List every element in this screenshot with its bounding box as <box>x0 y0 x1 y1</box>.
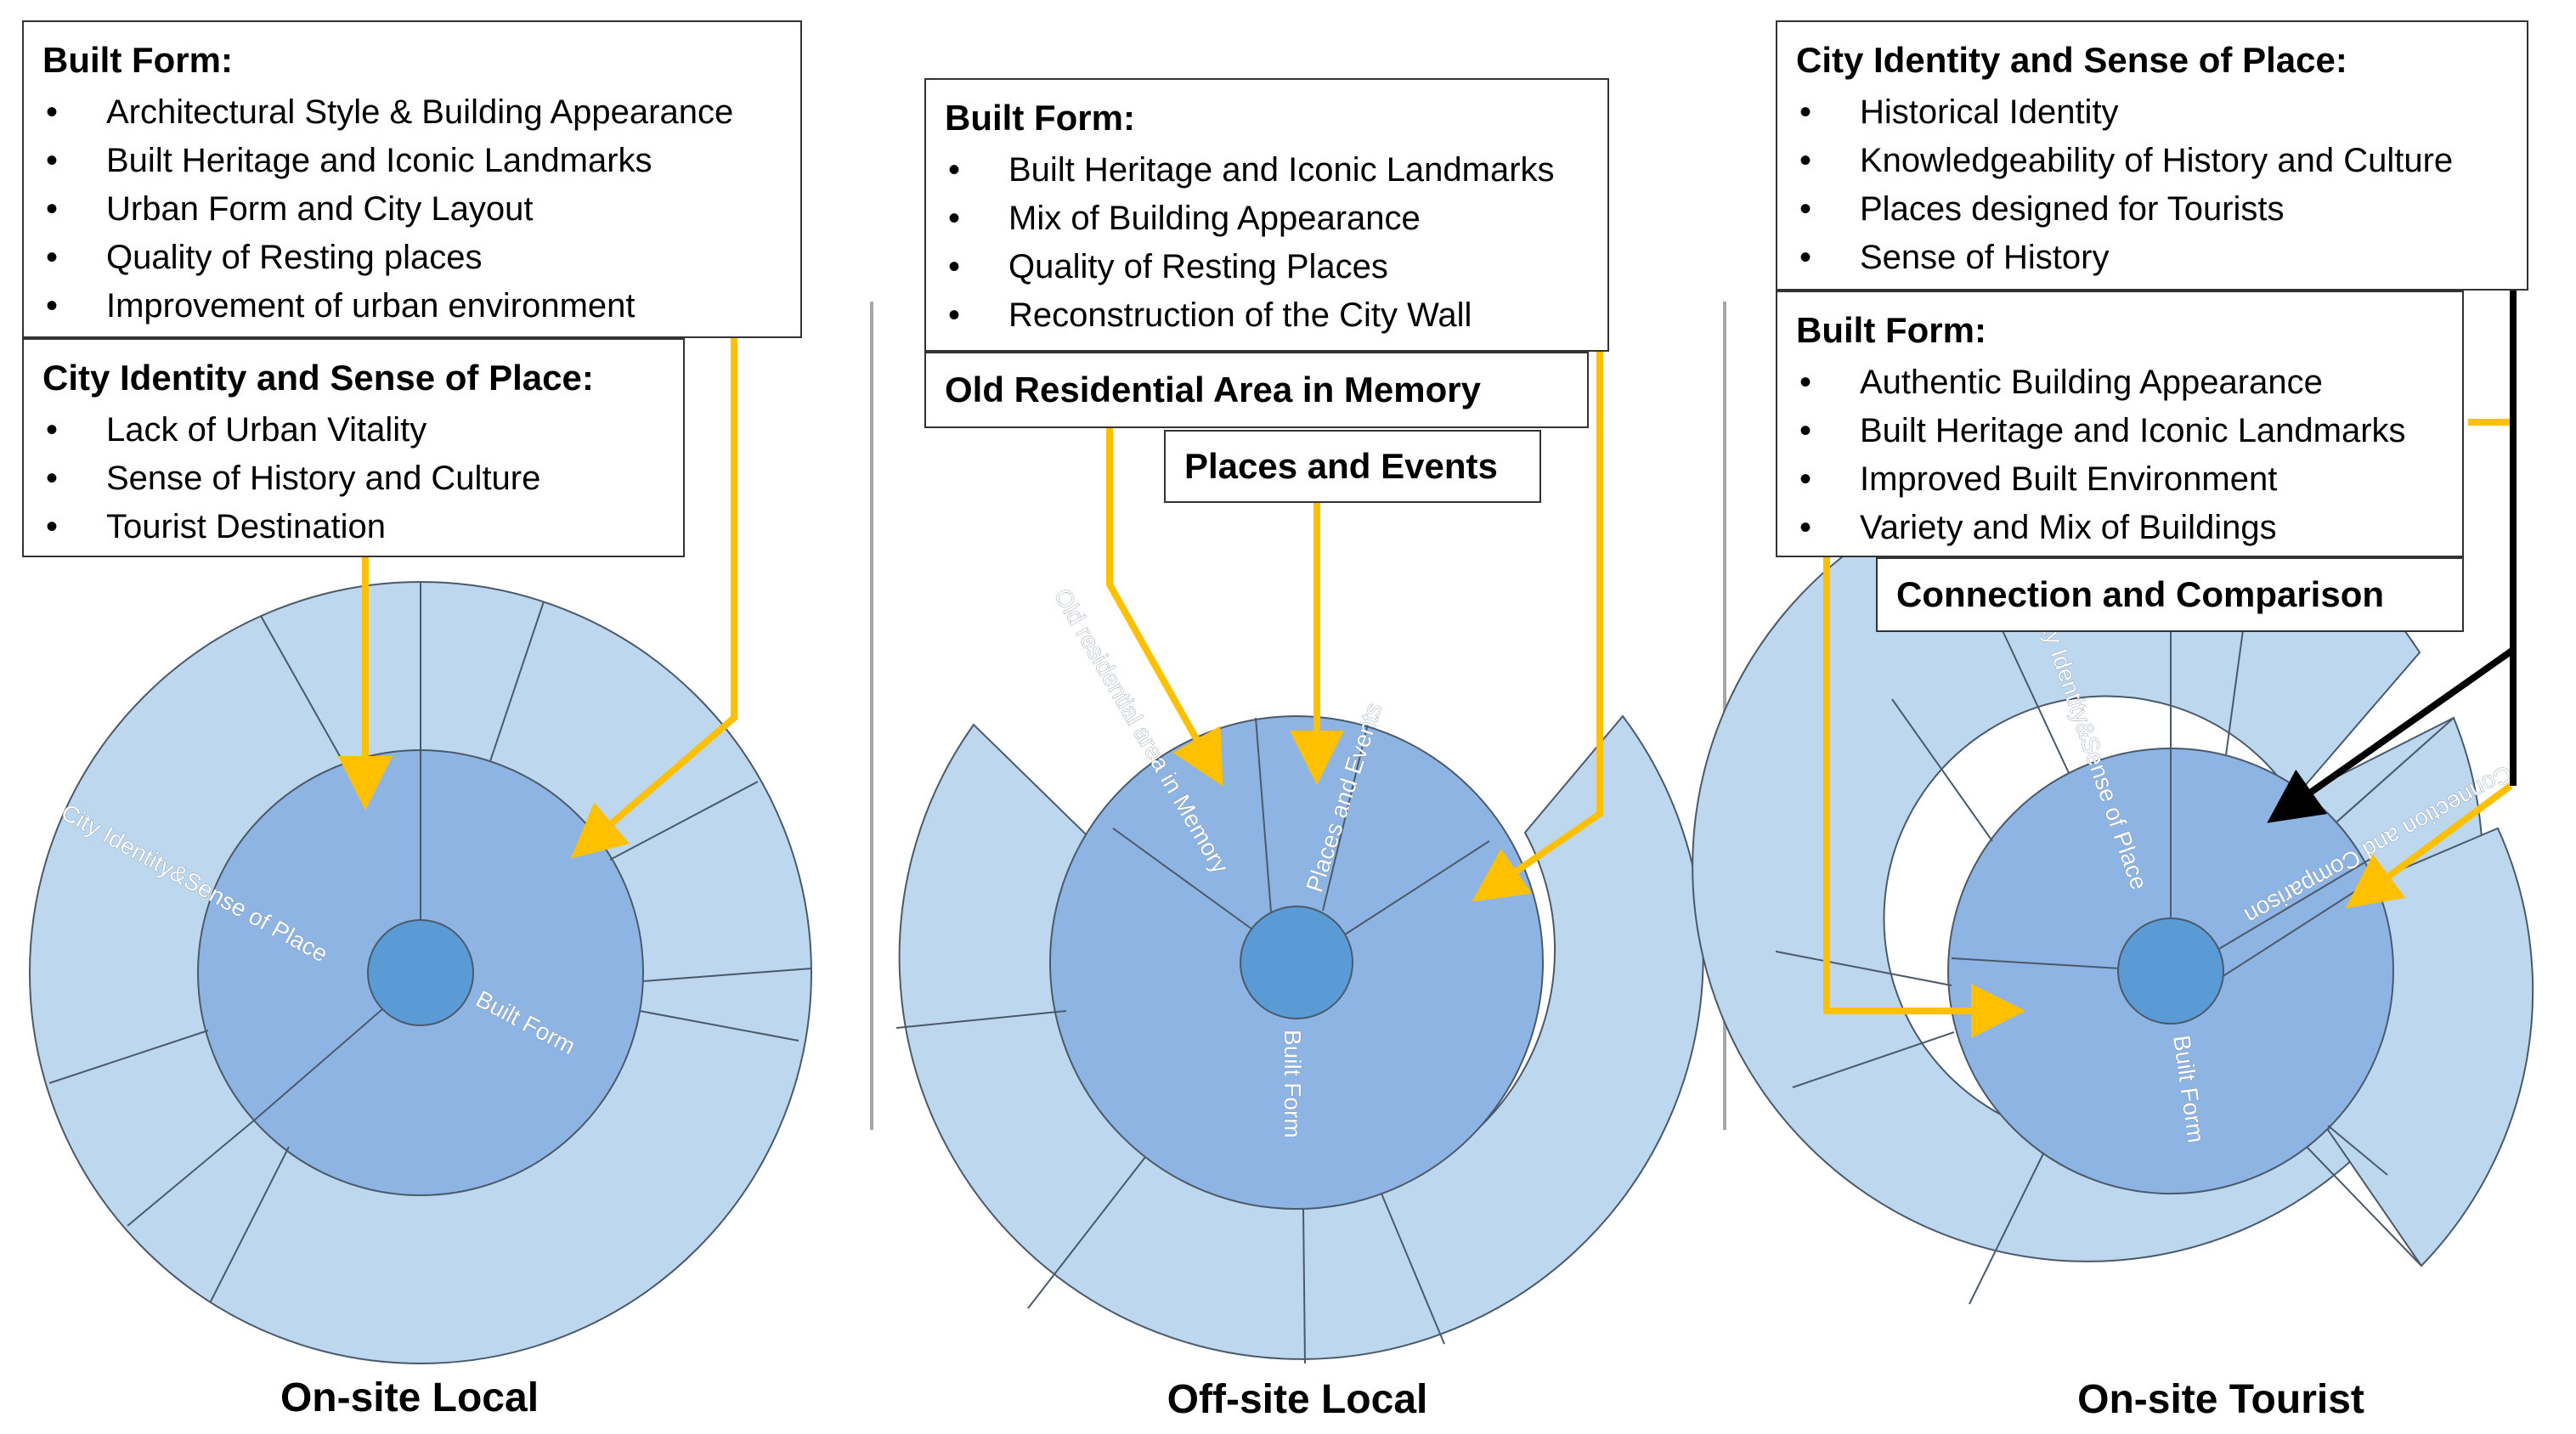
list-item: Knowledgeability of History and Culture <box>1796 137 2508 185</box>
arrows-off-site-local <box>1106 350 1603 902</box>
box-title: Built Form: <box>945 98 1135 138</box>
tag-old-residential-area: Old Residential Area in Memory <box>924 352 1589 428</box>
tag-connection-and-comparison: Connection and Comparison <box>1876 557 2464 632</box>
list-item: Variety and Mix of Buildings <box>1796 504 2443 552</box>
ring-label-built-form: Built Form <box>1280 1030 1306 1138</box>
center-hub <box>367 919 474 1026</box>
list-item: Historical Identity <box>1796 88 2508 137</box>
arrows-on-site-tourist <box>1823 291 2517 1038</box>
box-off-site-local-built-form: Built Form: Built Heritage and Iconic La… <box>924 78 1609 352</box>
center-hub <box>1240 906 1353 1019</box>
sunburst-off-site-local <box>895 714 1704 1364</box>
bullet-list: Lack of Urban Vitality Sense of History … <box>42 406 664 551</box>
list-item: Architectural Style & Building Appearanc… <box>42 88 782 137</box>
bullet-list: Architectural Style & Building Appearanc… <box>42 88 782 330</box>
list-item: Lack of Urban Vitality <box>42 406 664 454</box>
bullet-list: Authentic Building Appearance Built Heri… <box>1796 358 2443 552</box>
list-item: Places designed for Tourists <box>1796 185 2508 234</box>
box-title: City Identity and Sense of Place: <box>42 358 594 398</box>
list-item: Tourist Destination <box>42 503 664 551</box>
box-on-site-local-built-form: Built Form: Architectural Style & Buildi… <box>22 20 802 338</box>
list-item: Improvement of urban environment <box>42 282 782 330</box>
box-title: City Identity and Sense of Place: <box>1796 40 2347 80</box>
list-item: Built Heritage and Iconic Landmarks <box>42 137 782 185</box>
caption-off-site-local: Off-site Local <box>1167 1377 1428 1422</box>
tag-places-and-events: Places and Events <box>1164 430 1541 503</box>
list-item: Reconstruction of the City Wall <box>945 291 1589 340</box>
list-item: Sense of History and Culture <box>42 454 664 503</box>
box-on-site-local-city-identity: City Identity and Sense of Place: Lack o… <box>22 338 685 557</box>
caption-on-site-tourist: On-site Tourist <box>2077 1377 2364 1422</box>
box-title: Built Form: <box>42 40 233 80</box>
sunburst-on-site-local <box>29 581 812 1364</box>
list-item: Authentic Building Appearance <box>1796 358 2443 407</box>
list-item: Built Heritage and Iconic Landmarks <box>945 146 1589 195</box>
list-item: Built Heritage and Iconic Landmarks <box>1796 407 2443 455</box>
list-item: Quality of Resting Places <box>945 243 1589 291</box>
list-item: Quality of Resting places <box>42 234 782 282</box>
arrows-on-site-local <box>338 338 737 859</box>
box-on-site-tourist-built-form: Built Form: Authentic Building Appearanc… <box>1776 291 2464 557</box>
center-hub <box>2117 917 2224 1025</box>
box-on-site-tourist-city-identity: City Identity and Sense of Place: Histor… <box>1776 20 2528 291</box>
bullet-list: Historical Identity Knowledgeability of … <box>1796 88 2508 282</box>
list-item: Mix of Building Appearance <box>945 195 1589 243</box>
box-title: Built Form: <box>1796 310 1986 350</box>
list-item: Improved Built Environment <box>1796 455 2443 504</box>
list-item: Urban Form and City Layout <box>42 185 782 234</box>
bullet-list: Built Heritage and Iconic Landmarks Mix … <box>945 146 1589 340</box>
list-item: Sense of History <box>1796 234 2508 282</box>
caption-on-site-local: On-site Local <box>280 1375 539 1420</box>
